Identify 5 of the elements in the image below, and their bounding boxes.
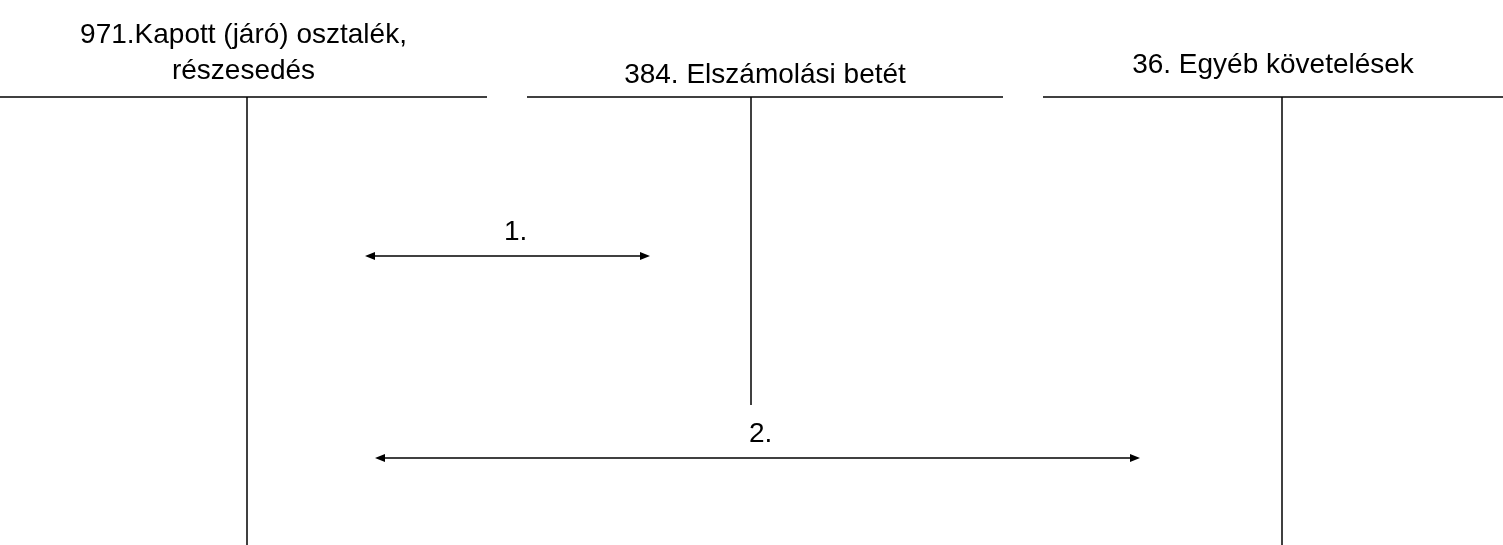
- account-title: 36. Egyéb követelések: [1132, 47, 1414, 81]
- double-arrow: [375, 454, 1140, 462]
- account-title: 971.Kapott (járó) osztalék, részesedés: [79, 17, 408, 87]
- account-title: 384. Elszámolási betét: [624, 57, 906, 91]
- double-arrow: [365, 252, 650, 260]
